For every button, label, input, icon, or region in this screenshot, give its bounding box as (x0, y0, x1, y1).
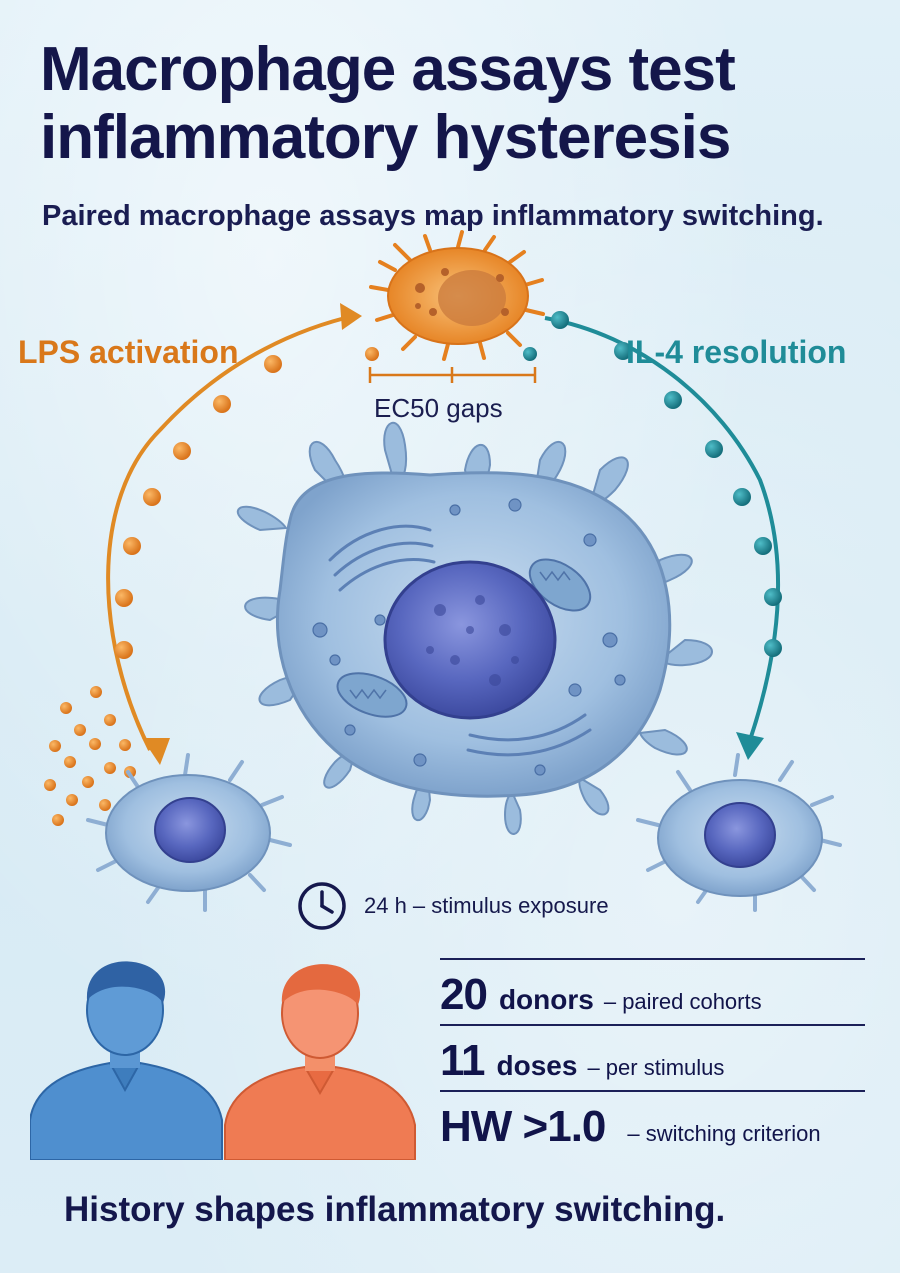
small-macrophage-left (86, 753, 292, 912)
stat-row-doses: 11 doses – per stimulus (440, 1024, 865, 1090)
lps-arrow (106, 303, 362, 765)
donor-illustration (30, 961, 416, 1160)
lps-arrowhead-down (142, 738, 170, 765)
ec50-gaps-label: EC50 gaps (374, 393, 503, 423)
stat-hw-number: HW >1.0 (440, 1102, 606, 1151)
ec50-bracket (365, 347, 537, 383)
clock-icon (298, 882, 346, 930)
activated-macrophage (369, 230, 545, 361)
stat-donors-unit: donors (498, 984, 594, 1015)
lps-activation-label: LPS activation (18, 334, 239, 370)
stats-panel: 20 donors – paired cohorts 11 doses – pe… (440, 958, 865, 1156)
stat-row-hw: HW >1.0 – switching criterion (440, 1090, 865, 1156)
subtitle: Paired macrophage assays map inflammator… (42, 200, 824, 232)
donor-blue-figure (30, 961, 223, 1160)
stat-donors-number: 20 (440, 970, 488, 1019)
title-line-2: inflammatory hysteresis (40, 103, 731, 172)
stat-doses-desc: – per stimulus (587, 1055, 725, 1080)
stat-doses-unit: doses (496, 1050, 578, 1081)
exposure-time: 24 h – stimulus exposure (296, 880, 609, 932)
small-macrophage-right (636, 753, 842, 912)
il4-arrow (544, 311, 782, 760)
footer-tagline: History shapes inflammatory switching. (64, 1190, 726, 1229)
donor-orange-figure (224, 964, 416, 1160)
lps-arrowhead (340, 303, 362, 330)
central-macrophage (237, 422, 713, 835)
il4-resolution-label: IL-4 resolution (626, 334, 847, 370)
title-line-1: Macrophage assays test (40, 35, 736, 104)
stat-hw-desc: – switching criterion (627, 1121, 821, 1146)
exposure-time-text: 24 h – stimulus exposure (364, 893, 609, 918)
page-title: Macrophage assays test inflammatory hyst… (40, 36, 870, 172)
stat-doses-number: 11 (440, 1036, 486, 1085)
stat-row-donors: 20 donors – paired cohorts (440, 958, 865, 1024)
stat-donors-desc: – paired cohorts (603, 989, 762, 1014)
il4-arrowhead (736, 732, 764, 760)
